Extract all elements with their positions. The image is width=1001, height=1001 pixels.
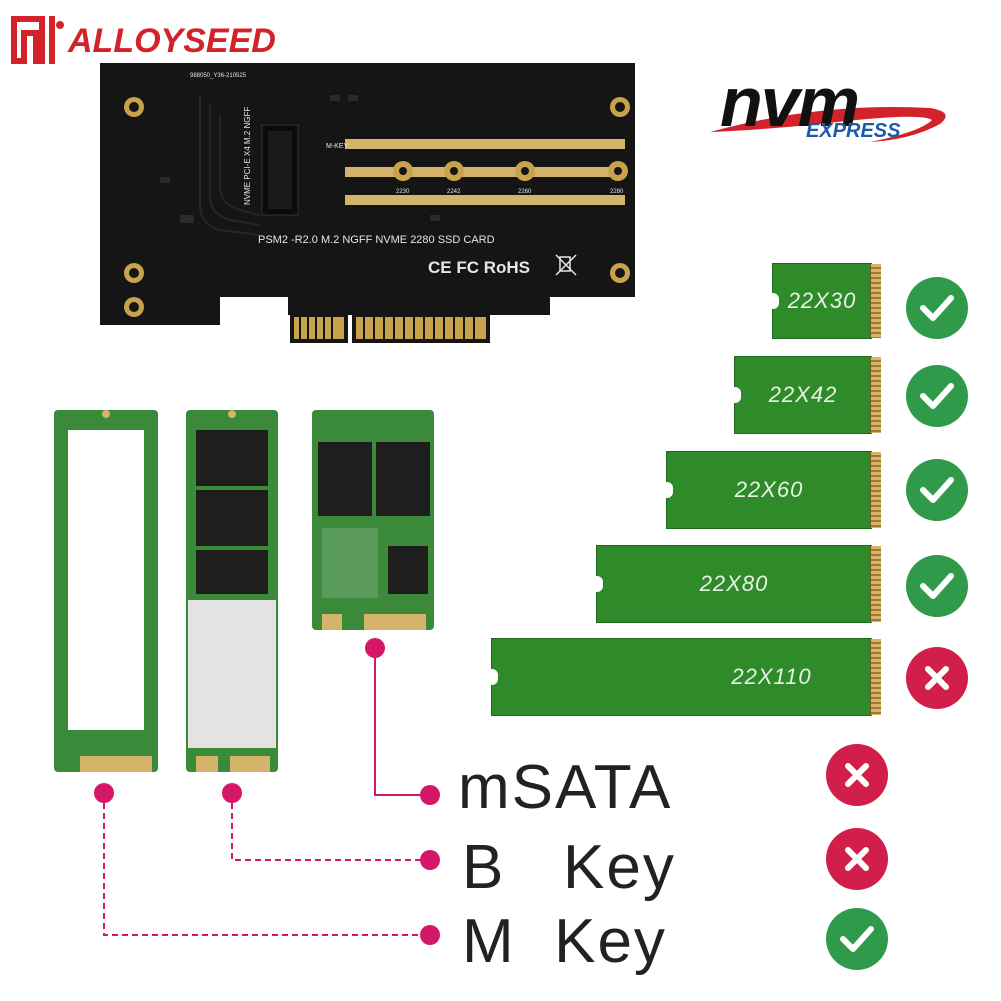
brand-logo: ALLOYSEED: [8, 6, 276, 76]
size-module-22x30: 22X30: [767, 263, 881, 339]
m-key-supported-badge: [826, 908, 888, 970]
size-22x60-supported-badge: [906, 459, 968, 521]
pcie-adapter-card: 988050_Y36-210525 NVME PCI-E X4 M.2 NGFF…: [90, 55, 650, 355]
nvm-express-logo: nvm EXPRESS: [700, 62, 960, 162]
key-label-m-key: M Key: [462, 907, 667, 976]
module-notch: [767, 293, 779, 309]
check-icon: [840, 926, 874, 952]
cross-icon: [845, 847, 869, 871]
module-notch: [661, 482, 673, 498]
size-22x80-supported-badge: [906, 555, 968, 617]
b-key-unsupported-badge: [826, 828, 888, 890]
msata-module: [312, 410, 434, 630]
b-key-module: [186, 410, 278, 772]
silk-mkey: M-KEY: [326, 143, 349, 150]
brand-name: ALLOYSEED: [68, 21, 276, 60]
silk-model: PSM2 -R2.0 M.2 NGFF NVME 2280 SSD CARD: [258, 234, 495, 246]
module-notch: [729, 387, 741, 403]
module-contacts: [870, 546, 881, 622]
weee-bin-icon: [555, 254, 577, 276]
module-notch: [486, 669, 498, 685]
silk-vertical-label: NVME PCI-E X4 M.2 NGFF: [243, 107, 252, 205]
size-22x30-supported-badge: [906, 277, 968, 339]
size-label-22x60: 22X60: [734, 477, 804, 502]
silk-2242: 2242: [447, 189, 461, 195]
silk-2260: 2260: [518, 189, 532, 195]
nvm-swoosh: [710, 107, 946, 142]
brand-icon: [11, 16, 64, 64]
key-label-b-key: B Key: [462, 833, 676, 902]
module-contacts: [870, 639, 881, 715]
cross-icon: [925, 666, 949, 690]
m-key-module: [54, 410, 158, 772]
key-label-msata: mSATA: [458, 753, 673, 822]
check-icon: [920, 477, 954, 503]
silk-serial: 988050_Y36-210525: [190, 73, 247, 79]
size-module-22x60: 22X60: [661, 451, 881, 529]
size-module-22x110: 22X110: [486, 638, 881, 716]
check-icon: [920, 295, 954, 321]
size-label-22x110: 22X110: [731, 664, 812, 689]
msata-unsupported-badge: [826, 744, 888, 806]
size-label-22x80: 22X80: [699, 571, 769, 596]
module-contacts: [870, 452, 881, 528]
size-label-22x30: 22X30: [787, 288, 857, 313]
module-notch: [591, 576, 603, 592]
nvm-express-text: EXPRESS: [806, 120, 901, 142]
ssd-module-photos: [54, 410, 434, 772]
cross-icon: [845, 763, 869, 787]
check-icon: [920, 573, 954, 599]
size-module-22x80: 22X80: [591, 545, 881, 623]
check-icon: [920, 383, 954, 409]
silk-2280: 2280: [610, 189, 624, 195]
module-contacts: [870, 357, 881, 433]
silk-certs: CE FC RoHS: [428, 258, 530, 277]
size-22x42-supported-badge: [906, 365, 968, 427]
adapter-board: 988050_Y36-210525 NVME PCI-E X4 M.2 NGFF…: [100, 63, 635, 343]
silk-2230: 2230: [396, 189, 410, 195]
nvm-word: nvm: [720, 63, 860, 141]
size-22x110-unsupported-badge: [906, 647, 968, 709]
size-label-22x42: 22X42: [768, 382, 838, 407]
module-contacts: [870, 264, 881, 338]
size-module-22x42: 22X42: [729, 356, 881, 434]
